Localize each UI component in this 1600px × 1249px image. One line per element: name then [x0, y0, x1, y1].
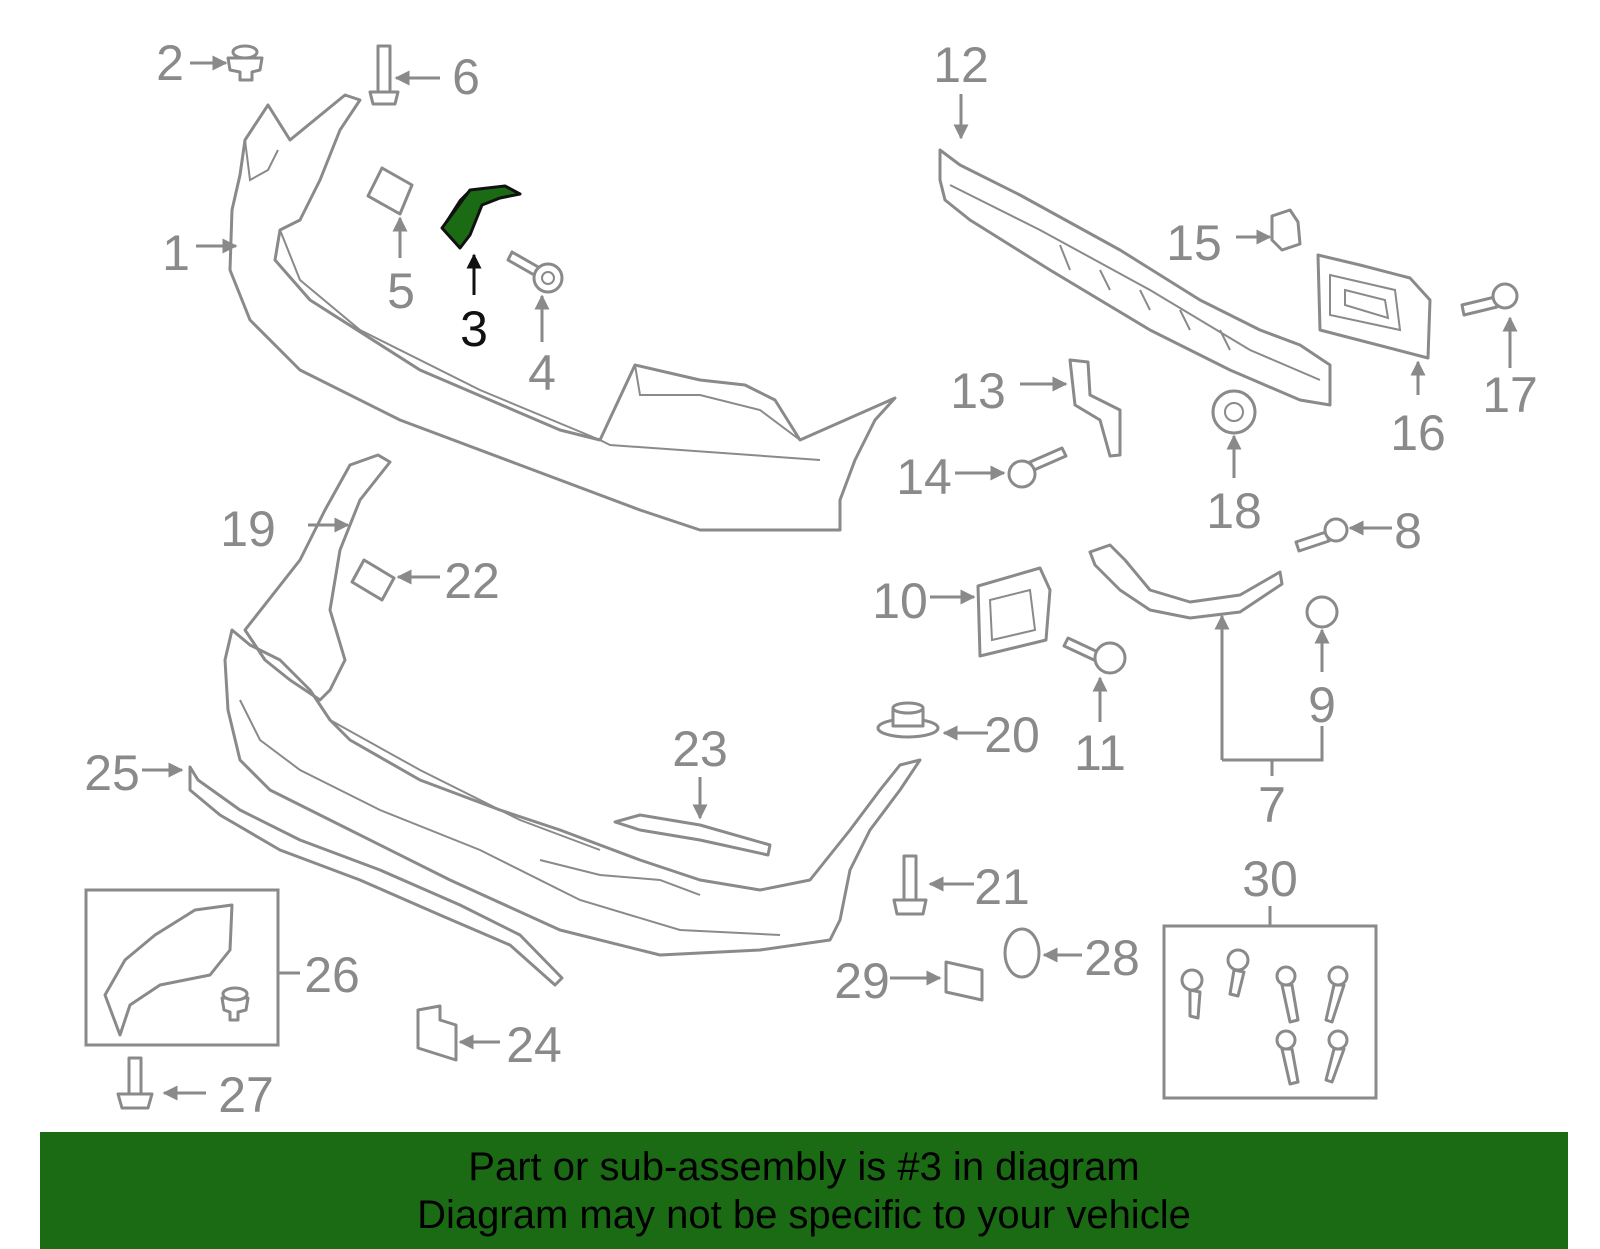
- part-4-bolt[interactable]: [506, 250, 564, 294]
- callout-28[interactable]: 28: [1084, 930, 1140, 986]
- screw-1: [1180, 968, 1204, 1020]
- callout-15[interactable]: 15: [1166, 215, 1222, 271]
- callout-14[interactable]: 14: [896, 449, 952, 505]
- callout-13[interactable]: 13: [950, 363, 1006, 419]
- lower-bumper-cover[interactable]: [223, 628, 922, 957]
- callout-30[interactable]: 30: [1242, 851, 1298, 907]
- part-7-bracket[interactable]: [1088, 543, 1284, 620]
- part-17-bolt[interactable]: [1460, 282, 1519, 317]
- callout-23[interactable]: 23: [672, 721, 728, 777]
- callout-24[interactable]: 24: [506, 1017, 562, 1073]
- callout-8[interactable]: 8: [1394, 503, 1422, 559]
- part-21-bolt[interactable]: [892, 854, 928, 916]
- leader-lines: [142, 55, 1518, 1101]
- banner-line-2: Diagram may not be specific to your vehi…: [417, 1192, 1191, 1237]
- part-20-clip[interactable]: [876, 701, 940, 739]
- callout-10[interactable]: 10: [872, 573, 928, 629]
- part-1-bumper-cover[interactable]: [228, 93, 897, 532]
- screw-3: [1275, 965, 1300, 1024]
- callout-9[interactable]: 9: [1308, 677, 1336, 733]
- part-22-pad[interactable]: [350, 558, 396, 602]
- part-16-bracket[interactable]: [1316, 253, 1432, 360]
- part-9-clip[interactable]: [1305, 595, 1339, 629]
- callout-3[interactable]: 3: [460, 301, 488, 357]
- callout-17[interactable]: 17: [1482, 367, 1538, 423]
- part-27-bolt[interactable]: [116, 1056, 154, 1110]
- callout-29[interactable]: 29: [834, 953, 890, 1009]
- callout-19[interactable]: 19: [220, 501, 276, 557]
- callout-18[interactable]: 18: [1206, 483, 1262, 539]
- callout-25[interactable]: 25: [84, 745, 140, 801]
- part-10-bracket[interactable]: [976, 566, 1052, 658]
- screw-6: [1324, 1029, 1349, 1084]
- callout-5[interactable]: 5: [387, 263, 415, 319]
- callout-6[interactable]: 6: [452, 49, 480, 105]
- part-30-kit[interactable]: [1162, 924, 1378, 1100]
- part-5-pad[interactable]: [366, 166, 414, 216]
- part-29-pad[interactable]: [944, 960, 984, 1002]
- callout-16[interactable]: 16: [1390, 405, 1446, 461]
- callout-27[interactable]: 27: [218, 1067, 274, 1123]
- screw-5: [1275, 1029, 1300, 1086]
- part-23-trim[interactable]: [613, 813, 772, 857]
- part-14-bolt[interactable]: [1007, 446, 1068, 489]
- part-11-bolt[interactable]: [1062, 636, 1127, 675]
- part-26-kit[interactable]: [84, 888, 280, 1047]
- part-15-clip[interactable]: [1270, 208, 1302, 252]
- callout-22[interactable]: 22: [444, 553, 500, 609]
- callout-12[interactable]: 12: [933, 37, 989, 93]
- part-2-clip[interactable]: [226, 44, 264, 82]
- part-13-bracket[interactable]: [1068, 358, 1122, 458]
- callout-4[interactable]: 4: [528, 345, 556, 401]
- callout-26[interactable]: 26: [304, 947, 360, 1003]
- callout-20[interactable]: 20: [984, 707, 1040, 763]
- callout-7[interactable]: 7: [1258, 777, 1286, 833]
- part-24-pad[interactable]: [416, 1004, 458, 1062]
- part-18-nut[interactable]: [1211, 389, 1257, 435]
- info-banner: Part or sub-assembly is #3 in diagram Di…: [40, 1132, 1568, 1249]
- part-19-strip[interactable]: [243, 453, 392, 702]
- callout-11[interactable]: 11: [1074, 725, 1126, 781]
- screw-2: [1226, 948, 1250, 998]
- screw-4: [1324, 965, 1349, 1024]
- callout-21[interactable]: 21: [974, 859, 1030, 915]
- part-12-reinforcement[interactable]: [938, 148, 1332, 407]
- part-3-bracket[interactable]: [440, 184, 522, 250]
- part-28-grommet[interactable]: [1003, 927, 1041, 979]
- callout-1[interactable]: 1: [162, 225, 190, 281]
- banner-line-1: Part or sub-assembly is #3 in diagram: [468, 1144, 1140, 1189]
- part-25-strip[interactable]: [188, 765, 564, 987]
- part-6-bolt[interactable]: [368, 44, 400, 106]
- callout-2[interactable]: 2: [156, 35, 184, 91]
- callouts: 2 6 1 5 3 4 12 15 16 17 18 13 14 8 9 11 …: [84, 35, 1538, 1123]
- part-8-bolt[interactable]: [1294, 517, 1349, 553]
